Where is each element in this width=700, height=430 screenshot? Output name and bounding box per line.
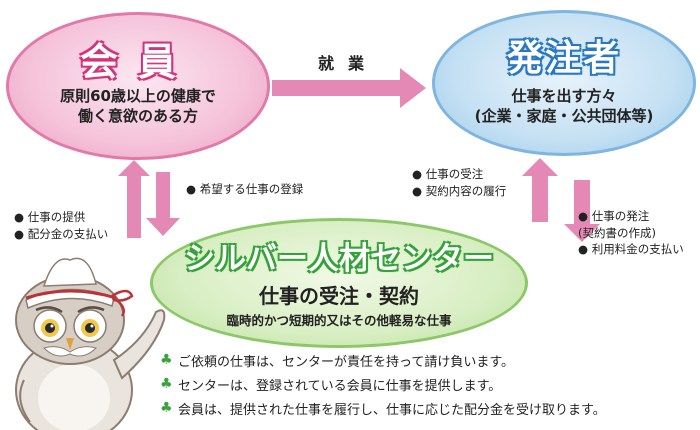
client-to-center-label: ● 仕事の発注 (契約書の作成) ● 利用料金の支払い — [578, 208, 684, 258]
client-title: 発注者 — [506, 38, 621, 79]
clover-icon: ♣ — [160, 400, 173, 416]
list-item: ● 仕事の提供 — [14, 210, 86, 224]
bullet-icon: ● — [578, 209, 592, 223]
arrow-client-to-center — [564, 180, 600, 242]
clover-icon: ♣ — [160, 352, 173, 368]
client-line-1: 仕事を出す方々 — [511, 87, 617, 105]
center-to-client-label: ● 仕事の受注 ● 契約内容の履行 — [412, 166, 506, 199]
client-ellipse: 発注者 仕事を出す方々 (企業・家庭・公共団体等) — [432, 10, 696, 156]
center-title: シルバー人材センター — [184, 241, 494, 277]
arrow-center-to-member — [118, 160, 150, 238]
bullet-icon: ● — [14, 226, 28, 241]
center-line-2: 臨時的かつ短期的又はその他軽易な仕事 — [226, 313, 452, 328]
center-line-1: 仕事の受注・契約 — [259, 284, 419, 308]
list-item: ● 配分金の支払い — [14, 226, 109, 241]
list-item: ● 契約内容の履行 — [412, 183, 507, 198]
member-title: 会員 — [79, 40, 196, 84]
note-item: ♣ ご依頼の仕事は、センターが責任を持って請け負います。 — [160, 352, 515, 370]
bullet-icon: ● — [14, 210, 28, 224]
member-to-center-label: ● 希望する仕事の登録 — [186, 181, 303, 198]
list-item: ● 仕事の受注 — [412, 167, 484, 181]
client-description: 仕事を出す方々 (企業・家庭・公共団体等) — [435, 87, 693, 126]
arrow-member-to-client — [272, 68, 426, 108]
center-ellipse: シルバー人材センター 仕事の受注・契約 臨時的かつ短期的又はその他軽易な仕事 — [150, 218, 528, 348]
list-item: ● 希望する仕事の登録 — [186, 182, 304, 196]
owl-mascot-icon — [15, 257, 166, 430]
bullet-icon: ● — [412, 183, 426, 198]
member-line-2: 働く意欲のある方 — [77, 106, 198, 125]
arrow-center-to-client — [522, 158, 558, 222]
employment-label: 就業 — [318, 54, 379, 73]
clover-icon: ♣ — [160, 376, 173, 392]
list-item: ● 利用料金の支払い — [578, 242, 684, 257]
note-item: ♣ 会員は、提供された仕事を履行し、仕事に応じた配分金を受け取ります。 — [160, 400, 606, 418]
bullet-icon: ● — [412, 167, 426, 181]
center-to-member-label: ● 仕事の提供 ● 配分金の支払い — [14, 209, 108, 242]
bullet-icon: ● — [578, 242, 592, 257]
member-ellipse: 会員 原則60歳以上の健康で 働く意欲のある方 — [6, 12, 270, 160]
member-description: 原則60歳以上の健康で 働く意欲のある方 — [9, 87, 267, 126]
bullet-icon: ● — [186, 182, 200, 196]
member-line-1: 原則60歳以上の健康で — [60, 87, 216, 105]
arrow-member-to-center — [146, 172, 180, 236]
notes-list: ♣ ご依頼の仕事は、センターが責任を持って請け負います。 ♣ センターは、登録さ… — [160, 348, 606, 420]
list-item: (契約書の作成) — [578, 225, 656, 240]
note-item: ♣ センターは、登録されている会員に仕事を提供します。 — [160, 376, 502, 394]
list-item: ● 仕事の発注 — [578, 209, 650, 223]
client-line-2: (企業・家庭・公共団体等) — [474, 106, 654, 125]
